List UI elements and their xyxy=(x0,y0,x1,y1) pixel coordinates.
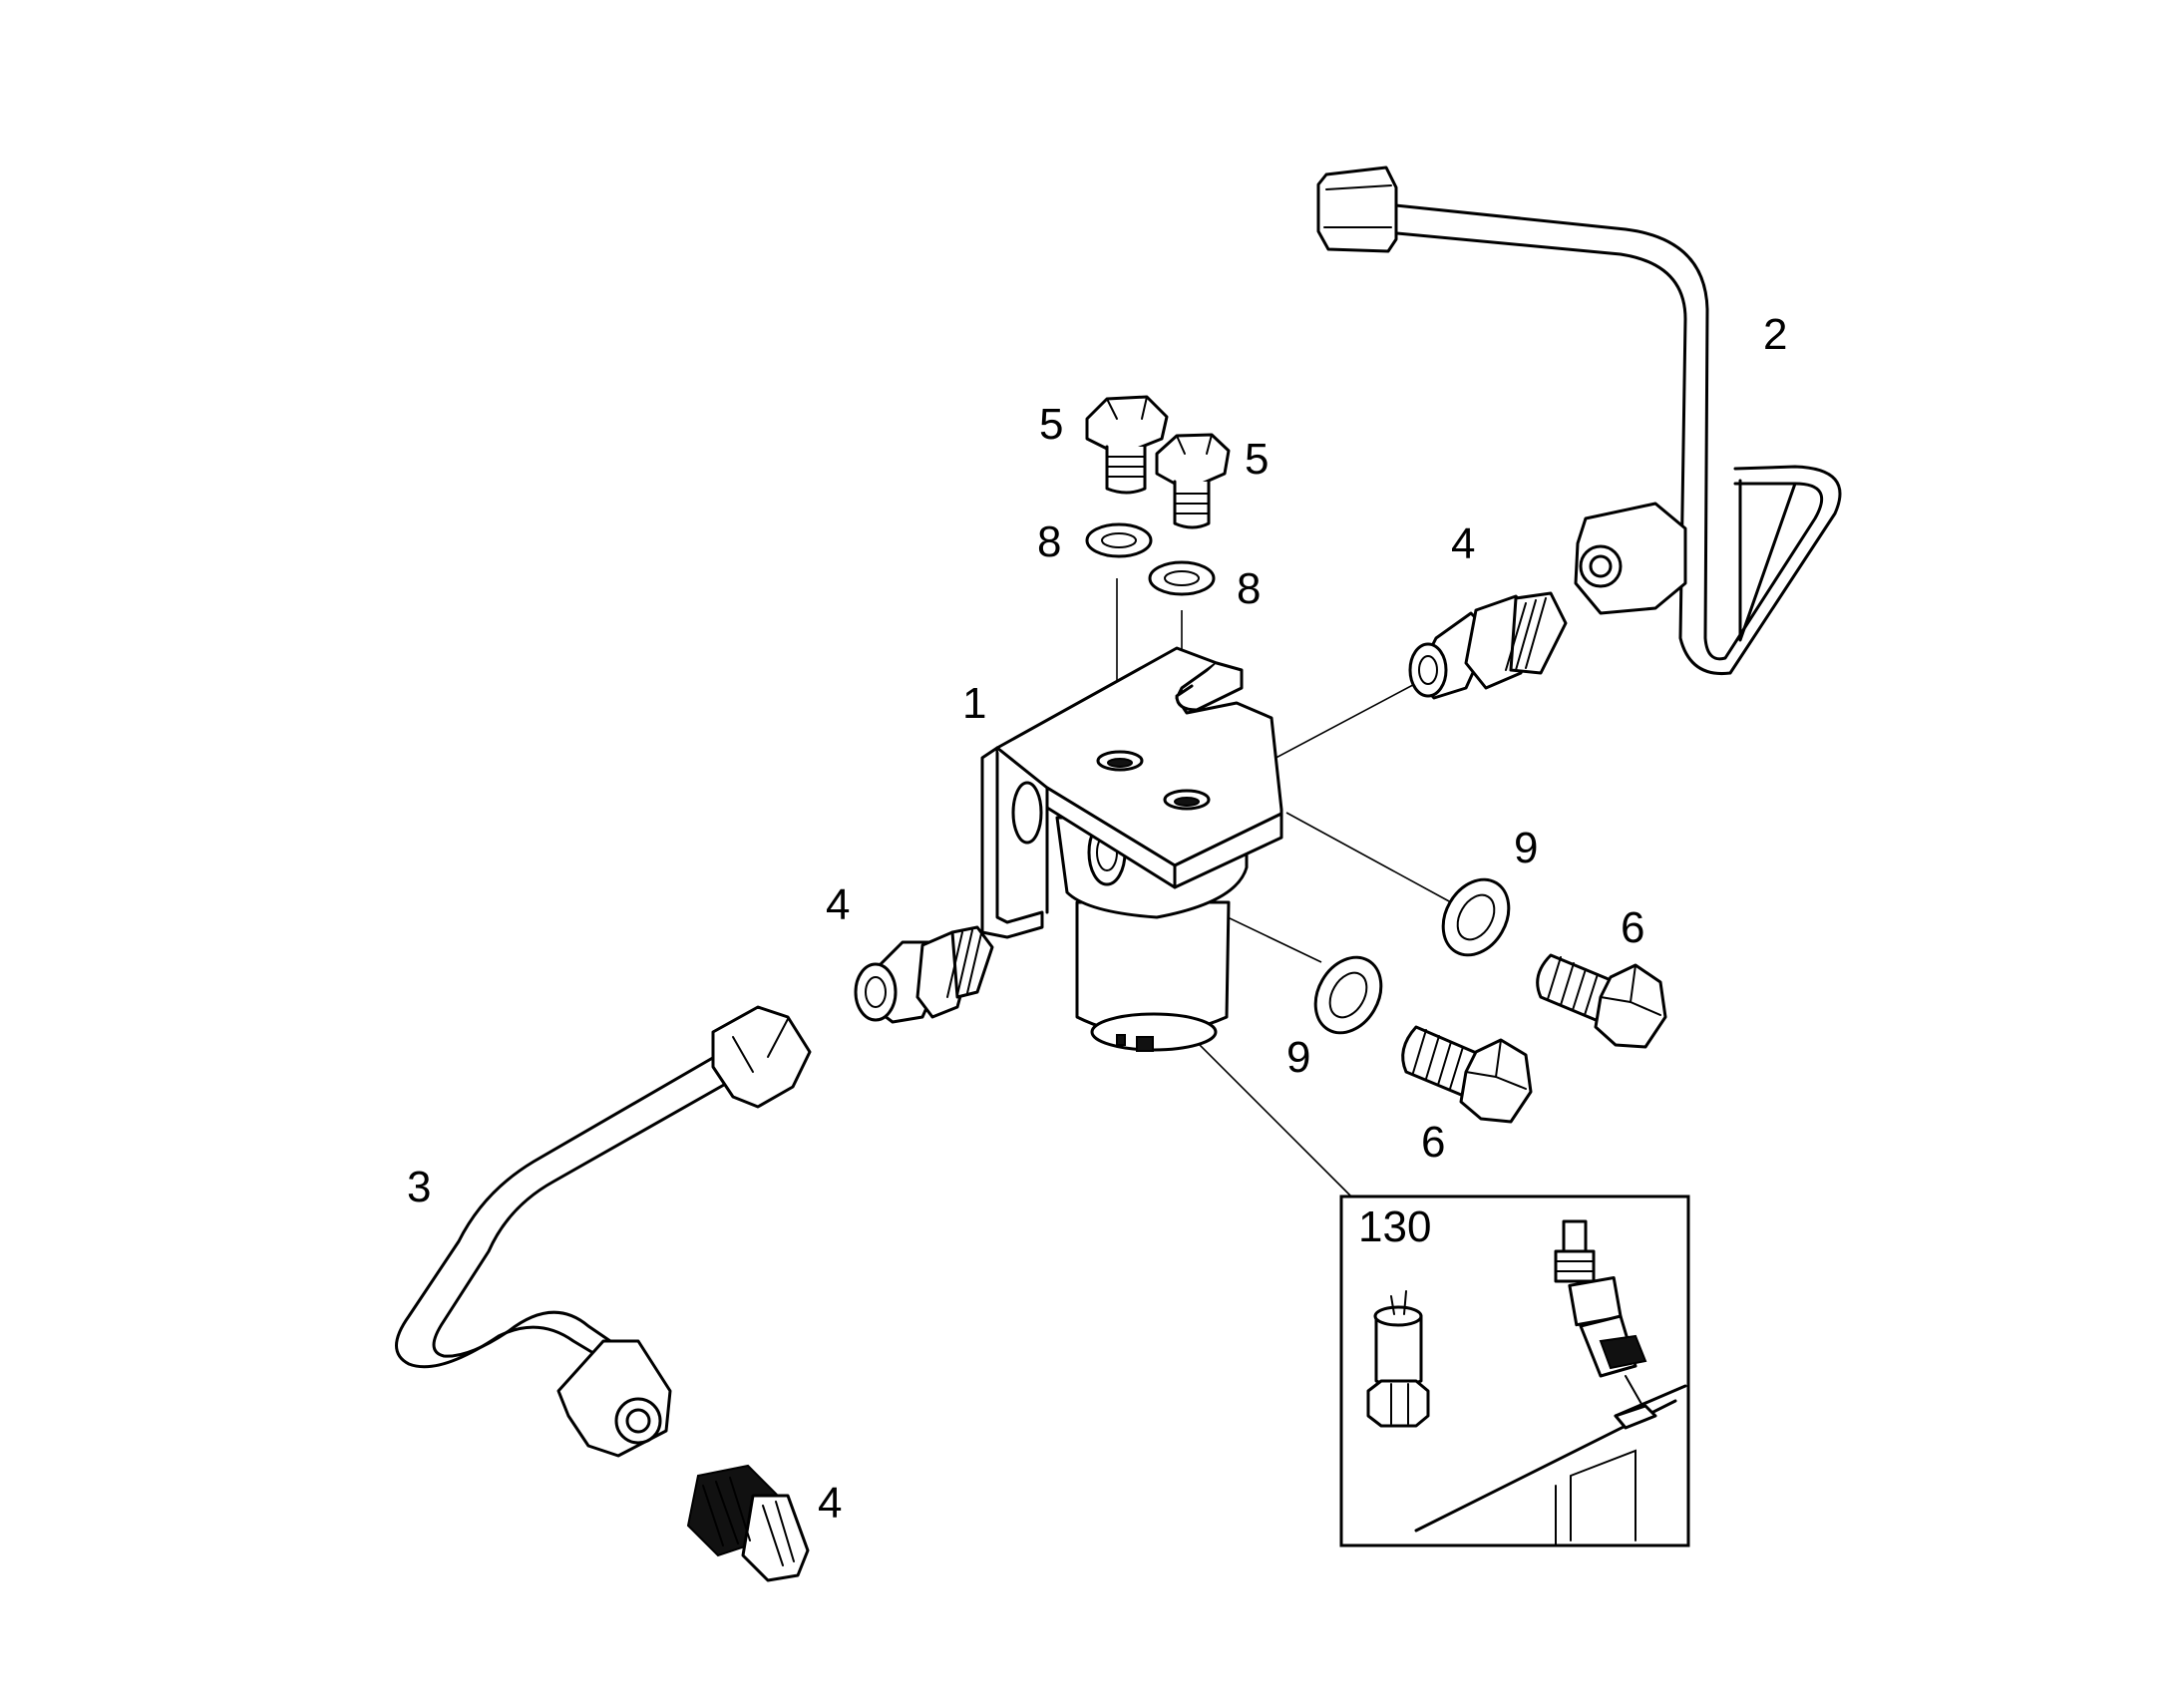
callout-8-right: 8 xyxy=(1237,564,1261,613)
callout-4-bottom: 4 xyxy=(818,1479,842,1528)
callout-6-upper: 6 xyxy=(1621,903,1644,952)
callout-9-lower: 9 xyxy=(1286,1033,1310,1082)
pressure-switch-icon xyxy=(1554,1219,1647,1412)
sensor-icon xyxy=(1366,1290,1430,1428)
callout-1: 1 xyxy=(962,679,986,728)
bolt-5-left xyxy=(1085,395,1169,495)
callout-5-right: 5 xyxy=(1245,435,1269,484)
bolt-6-lower xyxy=(1401,1025,1533,1124)
fitting-4-bottom xyxy=(686,1464,810,1582)
pipe-3-nut-top xyxy=(711,1005,812,1109)
bolt-5-right xyxy=(1155,433,1231,529)
filter-assembly-1 xyxy=(980,646,1283,1052)
washer-8-right xyxy=(1148,560,1216,596)
callout-labels: 1 2 3 4 4 4 5 5 6 6 8 8 9 9 130 xyxy=(407,310,1787,1528)
callout-3: 3 xyxy=(407,1163,431,1211)
washer-9-upper xyxy=(1441,877,1511,957)
inset-130 xyxy=(1339,1195,1690,1547)
pipe-3 xyxy=(395,1005,812,1458)
callout-2: 2 xyxy=(1763,310,1787,359)
washer-9-lower xyxy=(1313,955,1383,1035)
callout-8-left: 8 xyxy=(1037,517,1061,566)
fitting-4-middle xyxy=(854,925,994,1024)
callout-4-middle: 4 xyxy=(826,880,850,929)
callout-9-upper: 9 xyxy=(1514,824,1538,872)
callout-6-lower: 6 xyxy=(1421,1118,1445,1167)
pipe-2-nut-top xyxy=(1316,166,1398,253)
pipe-2 xyxy=(1316,166,1842,676)
callout-5-left: 5 xyxy=(1039,400,1063,449)
inset-label-130: 130 xyxy=(1358,1202,1431,1251)
fitting-4-upper xyxy=(1408,591,1568,700)
callout-4-upper: 4 xyxy=(1451,519,1475,568)
washer-8-left xyxy=(1085,522,1153,558)
bolt-6-upper xyxy=(1536,953,1667,1049)
